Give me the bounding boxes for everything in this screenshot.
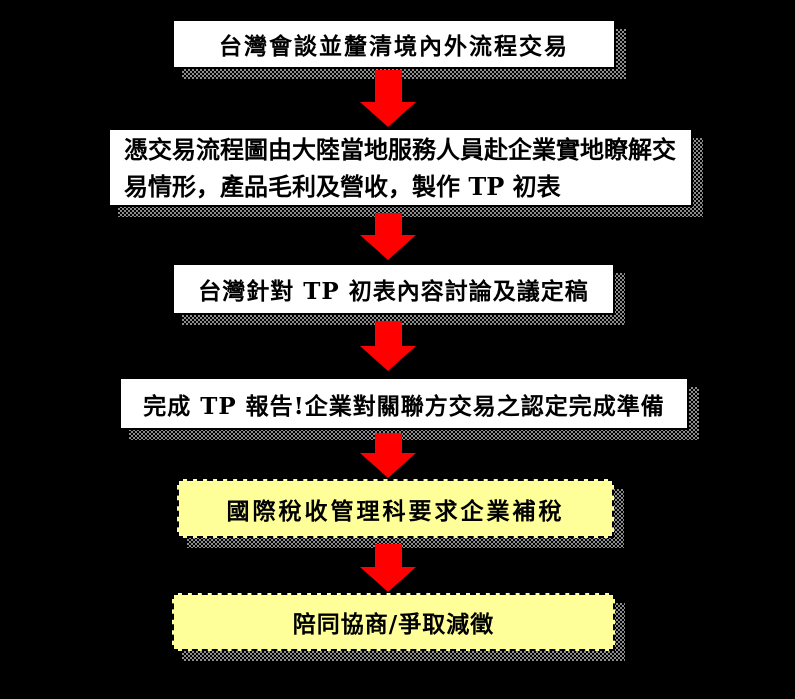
flow-step-4: 完成 TP 報告!企業對關聯方交易之認定完成準備 <box>119 377 689 430</box>
arrow-stem <box>374 213 402 235</box>
down-arrow-icon <box>360 544 416 592</box>
arrow-head <box>360 235 416 260</box>
flow-step-2: 憑交易流程圖由大陸當地服務人員赴企業實地瞭解交 易情形，產品毛利及營收，製作 T… <box>108 128 693 207</box>
flow-step-6: 陪同協商/爭取減徵 <box>172 593 615 651</box>
arrow-stem <box>374 70 402 102</box>
flow-step-6-label: 陪同協商/爭取減徵 <box>292 611 495 638</box>
flow-step-4-label: 完成 TP 報告!企業對關聯方交易之認定完成準備 <box>143 392 665 420</box>
down-arrow-icon <box>360 433 416 478</box>
flow-step-5: 國際稅收管理科要求企業補稅 <box>177 479 614 538</box>
arrow-stem <box>374 433 402 453</box>
arrow-head <box>360 453 416 478</box>
down-arrow-icon <box>360 70 416 127</box>
flow-step-5-label: 國際稅收管理科要求企業補稅 <box>226 497 565 525</box>
arrow-head <box>360 102 416 127</box>
arrow-stem <box>374 321 402 346</box>
arrow-head <box>360 567 416 592</box>
flow-step-2-label: 憑交易流程圖由大陸當地服務人員赴企業實地瞭解交 易情形，產品毛利及營收，製作 T… <box>124 134 676 201</box>
flow-step-3-label: 台灣針對 TP 初表內容討論及議定稿 <box>198 278 589 305</box>
arrow-head <box>360 346 416 371</box>
flow-step-3: 台灣針對 TP 初表內容討論及議定稿 <box>172 263 615 315</box>
flow-step-1: 台灣會談並釐清境內外流程交易 <box>172 19 616 69</box>
down-arrow-icon <box>360 321 416 371</box>
arrow-stem <box>374 544 402 567</box>
down-arrow-icon <box>360 213 416 260</box>
flow-step-1-label: 台灣會談並釐清境內外流程交易 <box>219 33 569 60</box>
